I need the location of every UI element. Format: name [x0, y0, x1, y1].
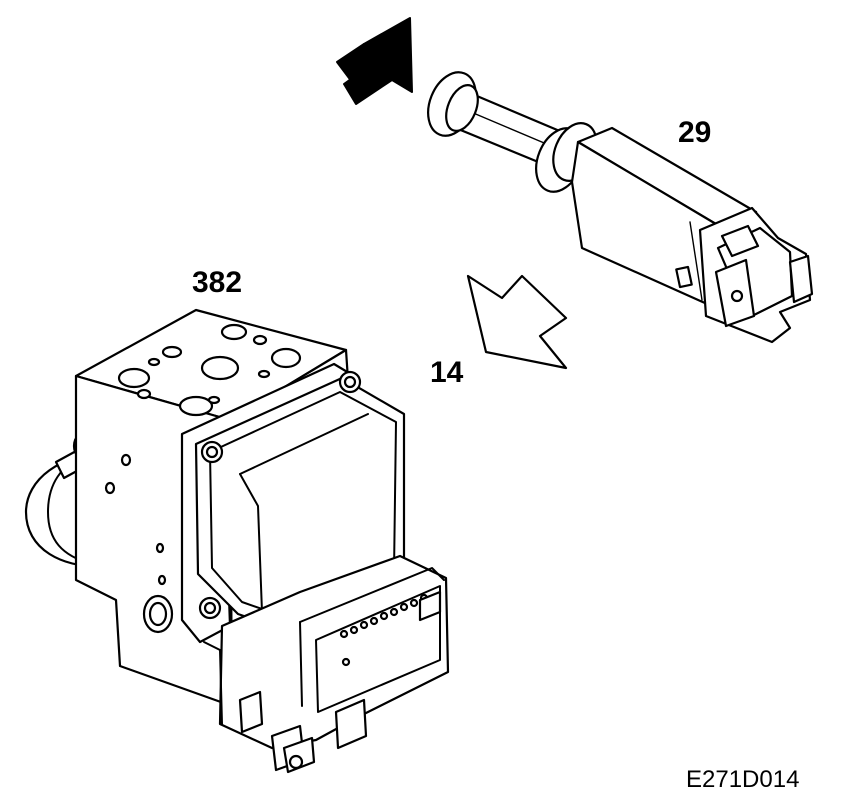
figure-code: E271D014 [686, 766, 800, 793]
arrow-ref-label-14: 14 [430, 356, 464, 389]
part-label-29: 29 [678, 116, 712, 149]
abs-unit-drawing [24, 308, 450, 774]
outline-arrow-icon [466, 274, 568, 370]
part-label-382: 382 [192, 266, 243, 299]
brake-switch-drawing [427, 71, 814, 344]
filled-arrow-icon [336, 17, 413, 105]
